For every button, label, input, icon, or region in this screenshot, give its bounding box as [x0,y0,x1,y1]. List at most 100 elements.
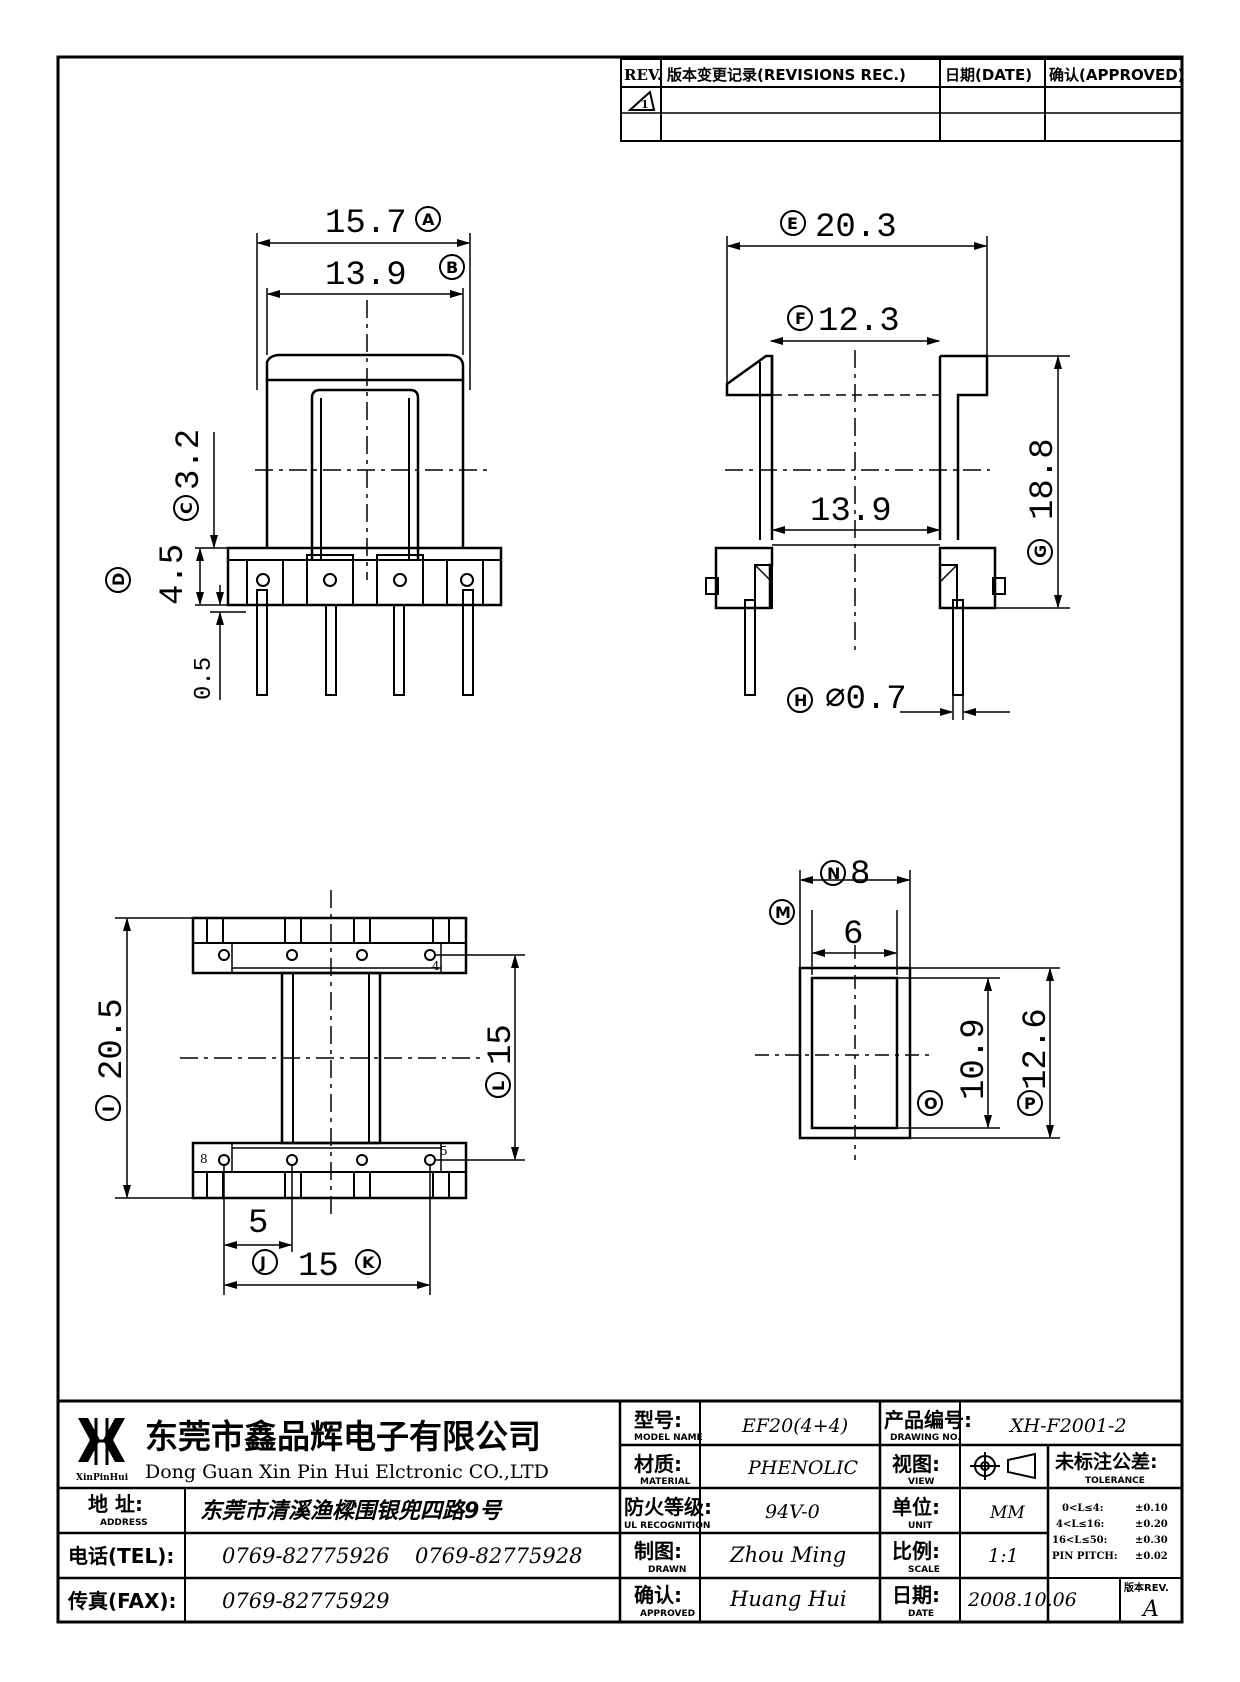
date-value: 2008.10.06 [967,1589,1077,1611]
tel-value-2: 0769-82775928 [415,1544,582,1568]
side-view [705,236,1070,720]
svg-text:O: O [924,1094,938,1113]
drawn-sub: DRAWN [648,1565,686,1575]
dim-small-value: 0.5 [191,657,218,700]
tag-P-circle: P [1017,1090,1043,1116]
dim-K-value: 15 [298,1248,339,1286]
drawn-label: 制图: [634,1539,682,1563]
unit-sub: UNIT [908,1521,933,1531]
svg-text:J: J [259,1253,266,1272]
tag-I-circle: I [95,1095,121,1121]
dim-inner-value: 13.9 [810,493,892,531]
approved-sub: APPROVED [640,1609,695,1619]
tag-F-circle: F [787,305,813,331]
model-value: EF20(4+4) [741,1415,848,1437]
company-name-en: Dong Guan Xin Pin Hui Elctronic CO.,LTD [145,1461,549,1483]
revision-approved-header: 确认(APPROVED) [1049,66,1185,84]
address-sub: ADDRESS [100,1518,148,1528]
drawing-no-sub: DRAWING NO. [890,1433,961,1443]
pin-label-4: 4 [432,959,440,973]
revision-block: REV. 版本变更记录(REVISIONS REC.) 日期(DATE) 确认(… [620,58,1185,142]
scale-sub: SCALE [908,1565,940,1575]
tag-J-circle: J [252,1249,278,1275]
dim-P-value: 12.6 [1018,1008,1056,1090]
material-value: PHENOLIC [747,1457,859,1479]
tag-A-circle: A [415,206,441,232]
tolerance-range: 16<L≤50: [1052,1535,1107,1546]
drawing-no-label: 产品编号: [884,1408,972,1432]
svg-text:1: 1 [641,98,649,111]
ul-sub: UL RECOGNITION [624,1521,710,1531]
dim-H-value: ⌀0.7 [825,681,907,719]
dim-C-value: 3.2 [171,429,209,490]
dim-L-value: 15 [483,1024,521,1065]
tel-value-1: 0769-82775926 [222,1544,389,1568]
view-label: 视图: [892,1452,940,1476]
tag-L-circle: L [485,1072,511,1098]
dim-J-value: 5 [248,1205,268,1243]
svg-text:P: P [1024,1094,1036,1113]
fax-value: 0769-82775929 [222,1589,389,1613]
rev-value: A [1141,1597,1159,1622]
drawing-border [56,55,1184,1624]
tolerance-range: PIN PITCH: [1052,1551,1118,1562]
unit-value: MM [989,1503,1025,1523]
tolerance-sub: TOLERANCE [1085,1476,1145,1486]
unit-label: 单位: [892,1495,940,1519]
company-name-cn: 东莞市鑫品辉电子有限公司 [145,1417,541,1456]
tolerance-label: 未标注公差: [1054,1450,1158,1473]
scale-label: 比例: [892,1539,940,1563]
tolerance-value: ±0.30 [1135,1535,1168,1546]
rev-column-header: REV. [624,66,662,84]
material-sub: MATERIAL [640,1477,691,1487]
view-sub: VIEW [908,1477,934,1487]
svg-text:K: K [362,1253,375,1272]
tag-O-circle: O [917,1090,943,1116]
svg-text:I: I [99,1106,118,1112]
dim-E-value: 20.3 [815,209,897,247]
projection-symbol-icon [970,1452,1036,1480]
tag-C-circle: C [173,495,199,521]
model-label: 型号: [634,1408,682,1432]
bottom-view [115,890,525,1295]
dim-I-value: 20.5 [94,998,132,1080]
tolerance-value: ±0.20 [1135,1519,1168,1530]
svg-text:F: F [795,309,806,328]
dim-N-value: 8 [850,856,870,894]
scale-value: 1:1 [988,1545,1019,1567]
title-block [56,1399,1184,1624]
revision-triangle-icon: 1 [627,90,656,111]
fax-label: 传真(FAX): [67,1589,177,1613]
drawing-no-value: XH-F2001-2 [1008,1415,1127,1437]
date-sub: DATE [908,1609,934,1619]
ul-value: 94V-0 [765,1501,820,1523]
ul-label: 防火等级: [624,1495,712,1519]
rev-label: 版本REV. [1124,1581,1169,1594]
tolerance-range: 0<L≤4: [1062,1503,1103,1514]
drawn-value: Zhou Ming [729,1543,846,1567]
dim-A-value: 15.7 [325,205,407,243]
tolerance-value: ±0.02 [1135,1551,1168,1562]
dim-B-value: 13.9 [325,257,407,295]
tolerance-value: ±0.10 [1135,1503,1168,1514]
dim-O-value: 10.9 [956,1018,994,1100]
svg-text:B: B [446,258,458,277]
svg-text:A: A [422,210,435,229]
approved-value: Huang Hui [729,1587,847,1611]
model-sub: MODEL NAME [634,1433,703,1443]
pin-label-5: 5 [440,1144,448,1158]
front-view [195,233,503,700]
dim-G-value: 18.8 [1025,438,1063,520]
tolerance-range: 4<L≤16: [1056,1519,1104,1530]
tag-H-circle: H [787,687,813,713]
tag-G-circle: G [1027,539,1053,565]
svg-text:D: D [109,573,128,586]
address-value: 东莞市清溪渔樑围银兜四路9号 [200,1498,503,1524]
svg-text:C: C [177,502,196,514]
dim-F-value: 12.3 [818,303,900,341]
tolerance-table: 0<L≤4: ±0.10 4<L≤16: ±0.20 16<L≤50: ±0.3… [1052,1503,1168,1562]
svg-text:G: G [1031,545,1050,558]
tag-M-circle: M [769,899,795,925]
material-label: 材质: [634,1452,682,1476]
